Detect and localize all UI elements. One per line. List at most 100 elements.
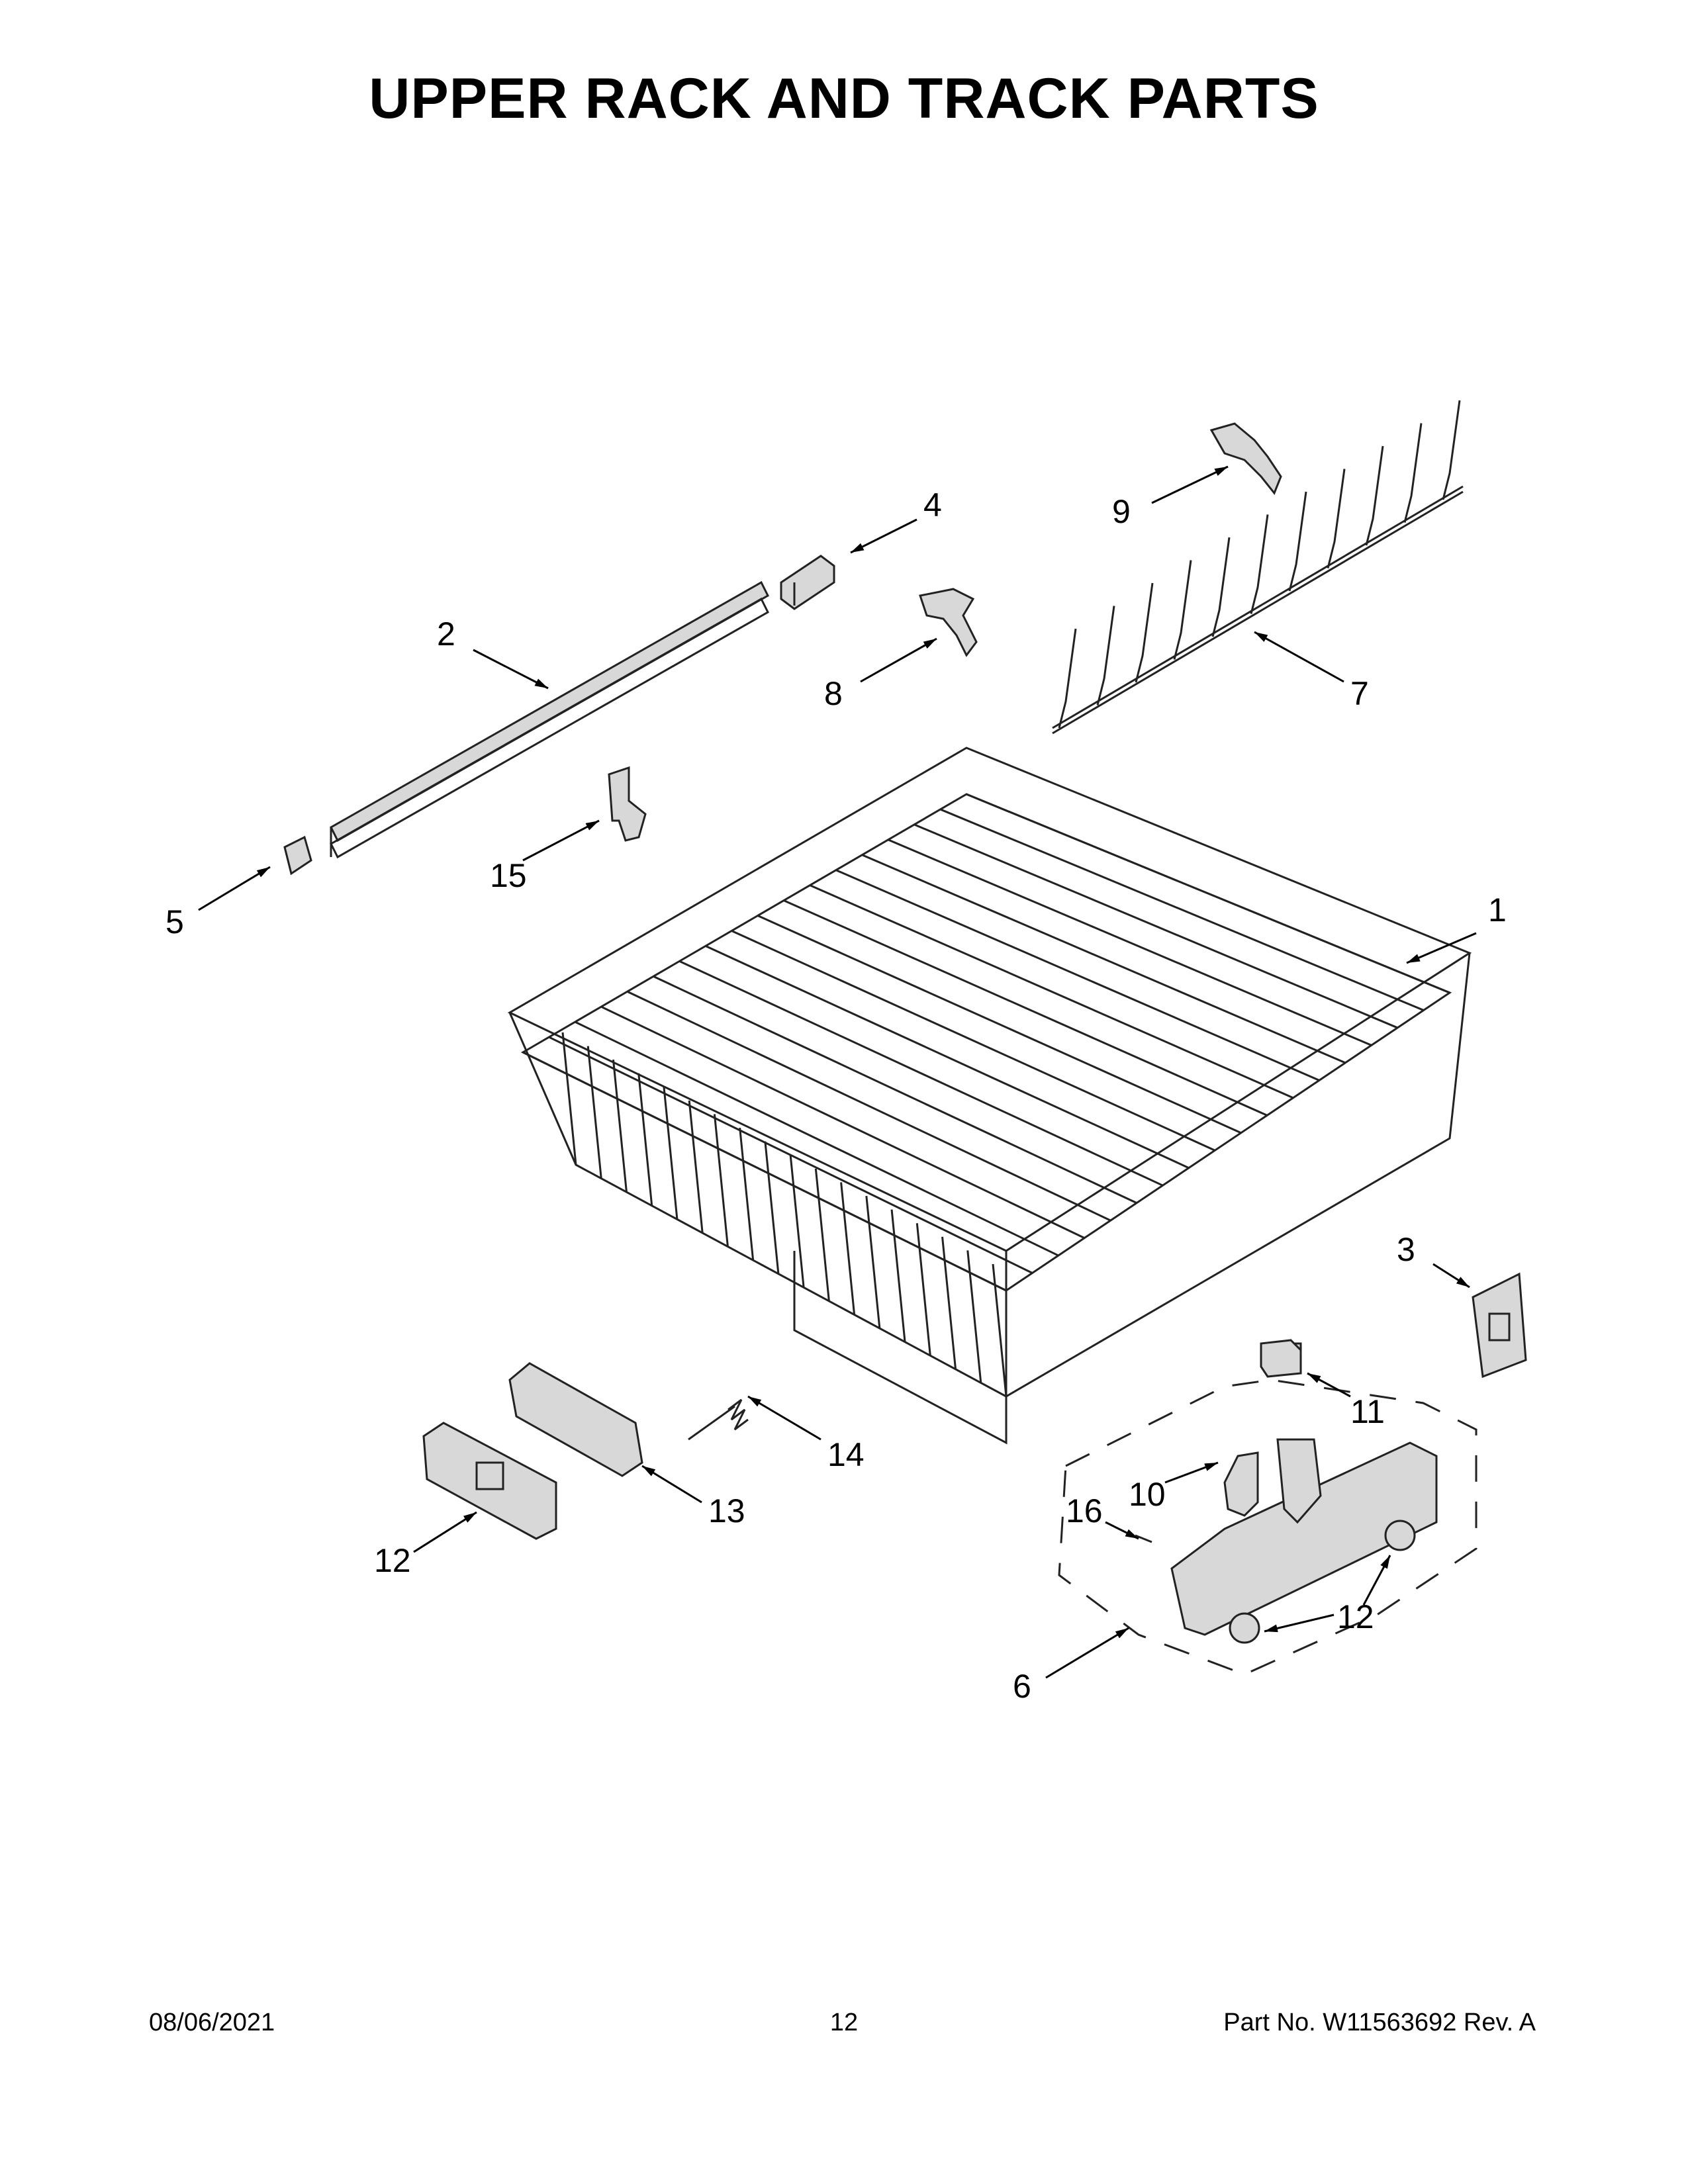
arrow-5 — [198, 866, 271, 911]
callout-3: 3 — [1397, 1231, 1415, 1268]
arrow-10 — [1164, 1461, 1219, 1484]
clip-part-16 — [608, 766, 647, 842]
rack-wire — [783, 899, 1268, 1116]
rack-front-wire — [688, 1100, 704, 1234]
rack-front-wire — [814, 1168, 830, 1302]
rack-front-wire — [789, 1155, 805, 1288]
arrow-1 — [1406, 932, 1477, 964]
rack-wire — [575, 1021, 1059, 1257]
footer-date: 08/06/2021 — [149, 2009, 275, 2036]
tine — [1173, 560, 1192, 660]
callout-15: 14 — [827, 1436, 865, 1473]
callout-9: 9 — [1112, 493, 1131, 530]
rack-front-wire — [865, 1195, 881, 1329]
rack-wire — [627, 990, 1111, 1222]
footer-page-number: 12 — [829, 2009, 859, 2036]
callout-13: 12 — [374, 1542, 411, 1579]
rack-front-wire — [941, 1236, 957, 1369]
tine-row-part-7 — [1052, 400, 1464, 735]
rack-front-wire — [713, 1114, 729, 1247]
arrow-3 — [1432, 1263, 1470, 1289]
tine — [1365, 445, 1384, 546]
track-rail-part-2 — [330, 580, 769, 859]
rack-front-wire — [612, 1060, 628, 1193]
callout-8: 8 — [824, 675, 843, 712]
tine — [1135, 582, 1154, 683]
rack-front-wire — [915, 1223, 931, 1356]
spring-part-15 — [688, 1398, 749, 1441]
callout-11: 11 — [1350, 1393, 1385, 1430]
callout-7: 7 — [1350, 675, 1369, 712]
rack-front-wire — [966, 1250, 982, 1383]
rack-wire — [731, 930, 1215, 1152]
arrow-14 — [641, 1465, 702, 1504]
footer-part-number: Part No. W11563692 Rev. A — [1223, 2009, 1536, 2036]
track-stop-part-4 — [780, 555, 835, 610]
rack-front-wire — [739, 1127, 755, 1261]
bracket-part-3 — [1472, 1272, 1527, 1379]
callout-4: 4 — [923, 486, 942, 523]
arrow-4 — [850, 518, 917, 554]
arrow-12b — [1264, 1614, 1335, 1633]
rack-front-wire — [890, 1209, 906, 1342]
arrow-13 — [413, 1511, 477, 1553]
tine — [1096, 606, 1115, 705]
rack-wire — [966, 793, 1450, 994]
arrow-15 — [747, 1395, 821, 1441]
tine — [1288, 491, 1307, 592]
tine — [1327, 469, 1346, 569]
arrow-12a — [1362, 1555, 1391, 1606]
page-title: UPPER RACK AND TRACK PARTS — [369, 67, 1319, 130]
block-part-11 — [1260, 1339, 1302, 1378]
rack-wire — [600, 1005, 1085, 1239]
rack-wire — [679, 960, 1164, 1187]
rack-front-wire — [586, 1046, 602, 1179]
arrow-17 — [1105, 1521, 1139, 1540]
callout-12a: 12 — [1337, 1598, 1374, 1635]
arrow-7 — [1254, 631, 1344, 683]
callout-6: 6 — [1013, 1668, 1031, 1705]
arrow-2 — [473, 649, 549, 690]
rack-front-wire — [637, 1073, 653, 1206]
rack-wire — [757, 915, 1242, 1134]
rack-wire — [705, 945, 1190, 1169]
callout-5: 5 — [165, 903, 184, 940]
callout-1: 1 — [1488, 891, 1507, 929]
rack-wire — [522, 1051, 1007, 1292]
end-cap-part-5 — [283, 835, 312, 876]
tine — [1403, 423, 1423, 523]
callout-17: 16 — [1066, 1492, 1103, 1529]
tine — [1250, 514, 1269, 614]
arrow-11 — [1307, 1372, 1351, 1398]
arrow-6 — [1045, 1627, 1129, 1679]
rack-wire — [653, 975, 1137, 1205]
rack-wire — [809, 884, 1294, 1099]
rack-front-wire — [561, 1032, 577, 1165]
tine — [1058, 628, 1077, 729]
tine — [1211, 537, 1231, 637]
tine — [1442, 400, 1461, 500]
callout-10: 10 — [1129, 1476, 1166, 1513]
handle-cover-part-13 — [422, 1422, 557, 1540]
clip-part-8 — [919, 588, 978, 657]
rack-front-wire — [840, 1182, 856, 1315]
rack-wire — [914, 823, 1398, 1029]
rack-wire — [888, 839, 1372, 1046]
rack-wire — [861, 854, 1346, 1064]
arrow-16 — [522, 819, 600, 862]
clip-part-9 — [1209, 422, 1282, 495]
arrow-9 — [1151, 465, 1229, 504]
rack-wire — [940, 808, 1425, 1011]
rack-front-wire — [992, 1263, 1008, 1397]
adjuster-assembly-part-6 — [1058, 1342, 1477, 1676]
callout-labels: 1 2 3 4 5 6 7 8 9 10 11 12 12 13 14 15 1… — [165, 486, 1507, 1705]
handle-housing-part-14 — [508, 1362, 643, 1477]
rack-front-wire — [663, 1087, 679, 1220]
callout-16: 15 — [490, 857, 527, 894]
callout-14: 13 — [708, 1492, 745, 1529]
arrow-8 — [860, 637, 937, 683]
upper-rack-part-1 — [507, 747, 1472, 1445]
rack-wire — [835, 869, 1320, 1081]
callout-2: 2 — [437, 615, 455, 653]
